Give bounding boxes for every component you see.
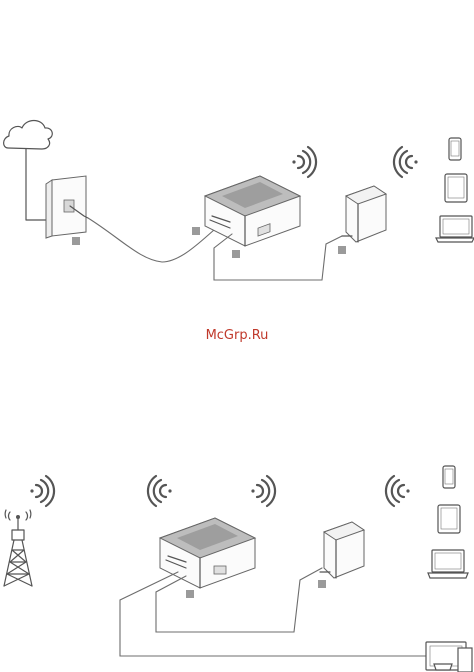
wifi-waves-icon <box>251 474 277 508</box>
step-marker <box>232 250 240 258</box>
power-adapter-icon <box>319 521 366 579</box>
ethernet-cable <box>119 571 429 657</box>
usb-power-cable <box>155 567 323 633</box>
bottom-diagram <box>3 465 473 672</box>
cloud-icon <box>3 119 53 221</box>
tablet-icon <box>437 504 461 534</box>
step-marker <box>192 227 200 235</box>
usb-power-cable <box>213 233 343 281</box>
top-diagram <box>3 119 474 281</box>
watermark-text: McGrp.Ru <box>205 328 269 343</box>
router-icon <box>158 517 257 589</box>
laptop-icon <box>435 215 474 243</box>
ethernet-cable <box>87 217 215 263</box>
power-adapter-icon <box>341 185 388 243</box>
router-icon <box>203 175 302 247</box>
cell-tower-icon <box>3 509 33 587</box>
wifi-waves-icon <box>30 474 56 508</box>
step-marker <box>338 246 346 254</box>
wifi-waves-icon <box>146 474 172 508</box>
step-marker <box>72 237 80 245</box>
step-marker <box>186 590 194 598</box>
smartphone-icon <box>442 465 456 489</box>
wifi-waves-icon <box>292 145 318 179</box>
smartphone-icon <box>448 137 462 161</box>
laptop-icon <box>427 549 469 579</box>
tablet-icon <box>444 173 468 203</box>
wifi-waves-icon <box>392 145 418 179</box>
wifi-waves-icon <box>384 474 410 508</box>
desktop-pc-icon <box>425 641 473 672</box>
ethernet-wall-socket-icon <box>45 175 89 239</box>
step-marker <box>318 580 326 588</box>
